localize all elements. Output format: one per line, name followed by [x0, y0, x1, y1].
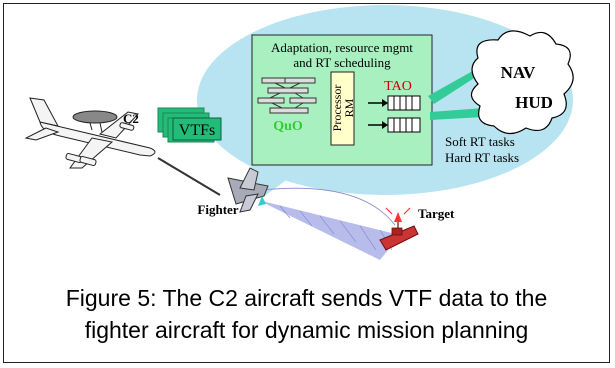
quo-label: QuO: [273, 119, 303, 134]
vtf-cards-icon: [157, 107, 222, 143]
hard-rt-queue-icon: [368, 117, 421, 133]
radar-cone: [258, 200, 400, 260]
adaptation-label-2: and RT scheduling: [293, 55, 391, 70]
target-label: Target: [418, 206, 455, 221]
nav-hud-cloud: [470, 30, 574, 135]
soft-rt-label: Soft RT tasks: [445, 134, 515, 149]
hard-rt-label: Hard RT tasks: [445, 150, 519, 165]
fighter-jet-icon: [227, 167, 269, 213]
c2-label: C2: [123, 111, 139, 126]
c2-fighter-link: [157, 157, 221, 196]
fighter-label: Fighter: [197, 202, 238, 217]
hud-label: HUD: [515, 93, 553, 112]
figure-caption: Figure 5: The C2 aircraft sends VTF data…: [3, 282, 610, 346]
flight-path-arc: [261, 187, 396, 226]
processor-rm-label-2: RM: [342, 98, 356, 117]
processor-rm-box: [330, 71, 355, 146]
caption-line-1: Figure 5: The C2 aircraft sends VTF data…: [65, 285, 548, 311]
vtfs-label: VTFs: [179, 122, 215, 139]
nav-label: NAV: [501, 63, 536, 82]
adaptation-label-1: Adaptation, resource mgmt: [271, 40, 413, 55]
processor-rm-label-1: Processor: [330, 85, 344, 132]
target-ship-icon: [379, 207, 419, 251]
soft-rt-queue-icon: [368, 95, 421, 111]
tao-label: TAO: [384, 79, 412, 94]
quo-network-icon: [257, 77, 317, 114]
caption-line-2: fighter aircraft for dynamic mission pla…: [84, 317, 529, 343]
c2-aircraft-icon: [24, 97, 156, 169]
